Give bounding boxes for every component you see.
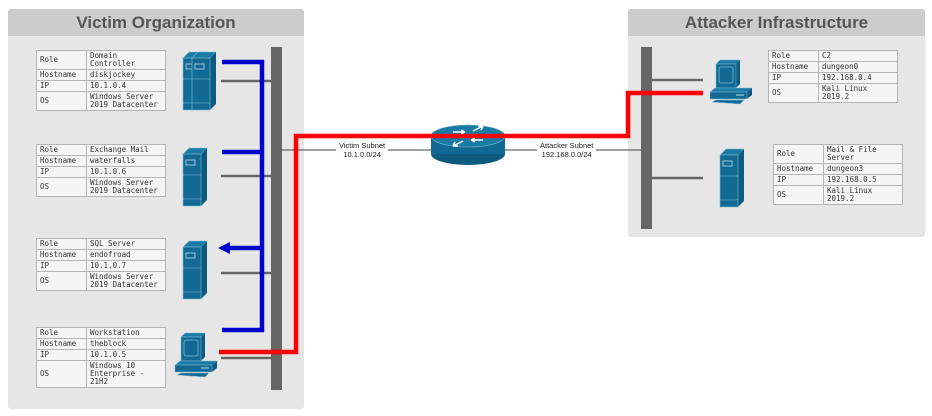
field-value: 10.1.0.5 — [86, 349, 166, 361]
field-value: dungeon3 — [823, 163, 903, 175]
victim-zone-title: Victim Organization — [8, 9, 304, 36]
field-value: theblock — [86, 338, 166, 350]
arrow-head-icon — [218, 242, 230, 254]
field-value: Mail & File Server — [823, 144, 903, 164]
field-label: Hostname — [36, 155, 87, 167]
field-value: diskjockey — [86, 69, 166, 81]
field-label: IP — [36, 166, 87, 178]
field-value: Windows Server 2019 Datacenter — [86, 91, 166, 111]
field-label: Hostname — [36, 249, 87, 261]
field-label: Role — [36, 144, 87, 156]
field-label: Role — [773, 144, 824, 164]
field-value: 192.168.0.5 — [823, 174, 903, 186]
sql-server-icon — [182, 240, 208, 300]
field-label: IP — [773, 174, 824, 186]
field-label: OS — [773, 185, 824, 205]
field-label: IP — [768, 72, 819, 84]
field-value: Windows Server 2019 Datacenter — [86, 271, 166, 291]
field-value: 10.1.0.4 — [86, 80, 166, 92]
field-value: dungeon0 — [818, 61, 898, 73]
field-value: Workstation — [86, 327, 166, 339]
c2-workstation-icon — [709, 59, 753, 105]
field-value: Kali Linux 2019.2 — [823, 185, 903, 205]
field-value: Windows Server 2019 Datacenter — [86, 177, 166, 197]
field-label: IP — [36, 260, 87, 272]
field-value: Windows 10 Enterprise - 21H2 — [86, 360, 166, 388]
attacker-zone-title: Attacker Infrastructure — [628, 9, 925, 36]
attacker-subnet-label: Attacker Subnet 192.168.0.0/24 — [537, 141, 597, 159]
field-label: OS — [768, 83, 819, 103]
field-value: 10.1.0.6 — [86, 166, 166, 178]
field-value: Exchange Mail — [86, 144, 166, 156]
field-label: Hostname — [768, 61, 819, 73]
router-icon — [430, 124, 506, 165]
field-label: IP — [36, 349, 87, 361]
field-label: Role — [36, 238, 87, 250]
attacker-network-bus — [641, 47, 652, 229]
mail-server-icon — [182, 147, 208, 207]
lateral-movement-path — [222, 59, 265, 333]
field-label: Role — [768, 50, 819, 62]
attack-path — [219, 90, 703, 355]
workstation-icon — [174, 332, 218, 378]
field-label: OS — [36, 91, 87, 111]
victim-subnet-label: Victim Subnet 10.1.0.0/24 — [336, 141, 389, 159]
file-server-icon — [719, 148, 745, 208]
field-value: waterfalls — [86, 155, 166, 167]
victim-network-bus — [271, 47, 282, 390]
field-label: Hostname — [36, 69, 87, 81]
field-value: 10.1.0.7 — [86, 260, 166, 272]
field-value: C2 — [818, 50, 898, 62]
field-label: Role — [36, 50, 87, 70]
field-label: Hostname — [773, 163, 824, 175]
field-label: OS — [36, 271, 87, 291]
field-label: Role — [36, 327, 87, 339]
field-value: Domain Controller — [86, 50, 166, 70]
field-value: 192.168.0.4 — [818, 72, 898, 84]
field-label: Hostname — [36, 338, 87, 350]
attacker-zone: Attacker Infrastructure — [628, 9, 925, 237]
field-value: SQL Server — [86, 238, 166, 250]
field-label: IP — [36, 80, 87, 92]
field-label: OS — [36, 177, 87, 197]
field-value: Kali Linux 2019.2 — [818, 83, 898, 103]
field-value: endofroad — [86, 249, 166, 261]
field-label: OS — [36, 360, 87, 388]
